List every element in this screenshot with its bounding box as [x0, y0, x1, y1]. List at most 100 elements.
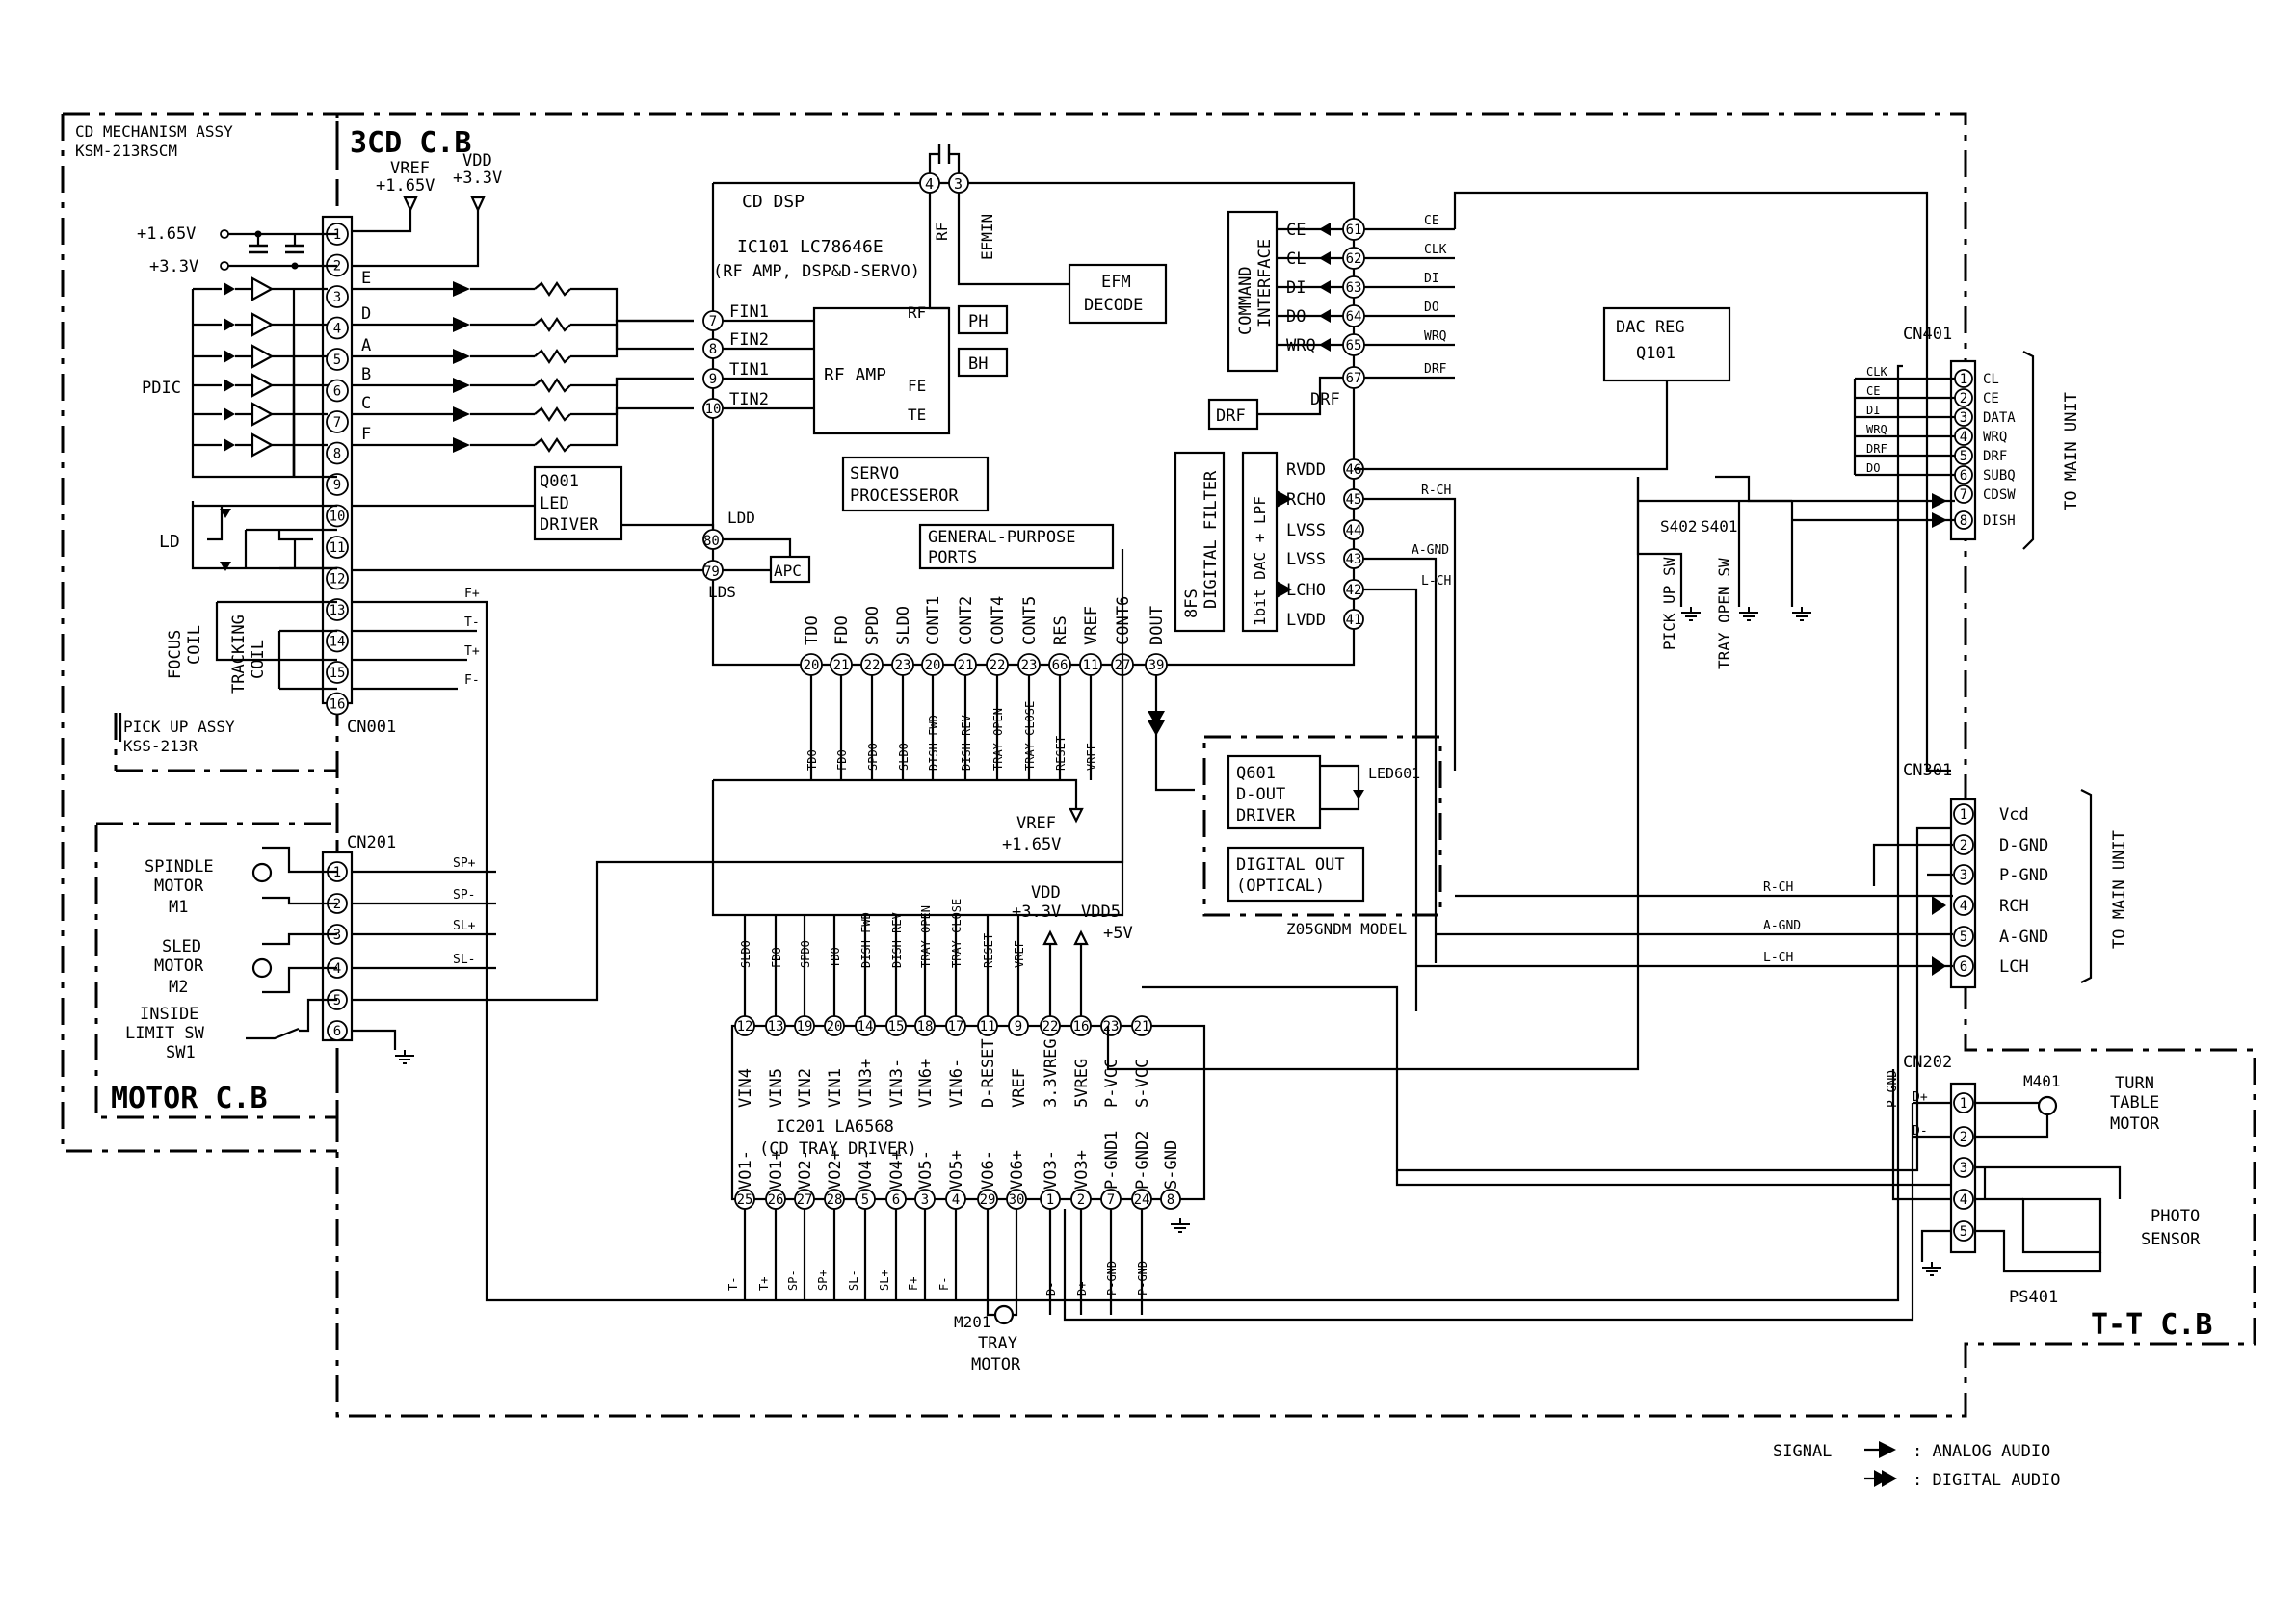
coil-net-1: F+	[464, 587, 480, 601]
dsp-bottom-net: RESET	[1054, 736, 1068, 771]
ic201-top-net: RESET	[982, 933, 995, 968]
servo-label-2: PROCESSEROR	[850, 486, 959, 506]
tt-motor-3: TABLE	[2110, 1093, 2159, 1113]
ic201-top-sig: 3.3VREG	[1042, 1038, 1061, 1108]
tracking-coil-label-1: TRACKING	[229, 615, 249, 694]
cn202-pin: 2	[1960, 1130, 1967, 1145]
cn202-net-dp: D+	[1913, 1090, 1928, 1105]
ic201-top-sig: VIN3+	[857, 1059, 876, 1108]
cn301-label: CN301	[1903, 761, 1952, 780]
ic201-top-sig: VIN4	[736, 1068, 755, 1108]
spindle-3: M1	[169, 898, 188, 917]
ic201-bot-pin: 3	[921, 1192, 929, 1208]
dsp-bottom-sig: DOUT	[1148, 606, 1167, 645]
ic201-top-pin: 21	[1134, 1019, 1150, 1034]
ic201-part: IC201 LA6568	[776, 1117, 894, 1137]
efm-pin-4: 4	[925, 175, 934, 193]
dac-reg-2: Q101	[1636, 344, 1676, 363]
cmd-pin: 63	[1346, 280, 1362, 296]
ic201-top-sig: VIN6-	[947, 1059, 966, 1108]
te-out-label: TE	[908, 406, 926, 424]
cn001-pin: 3	[333, 290, 341, 305]
ic201-top-pin: 23	[1103, 1019, 1120, 1034]
ic201-bot-pin: 30	[1009, 1192, 1025, 1208]
dsp-bottom-net: FDO	[835, 749, 849, 771]
cn401-pin-label: DATA	[1983, 410, 2016, 426]
pickup-title: PICK UP ASSY	[123, 718, 235, 736]
cn301-pin: 6	[1960, 959, 1967, 975]
s402-name: PICK UP SW	[1660, 557, 1678, 650]
ic201-top-pin: 16	[1073, 1019, 1090, 1034]
ic201-bot-net: T-	[726, 1277, 740, 1291]
cn401-pin-label: WRQ	[1983, 430, 2007, 445]
ic201-bot-net: P-GND	[1136, 1261, 1149, 1296]
dac-sig: RCHO	[1286, 490, 1326, 510]
motor-nets: SP+ SP- SL+ SL-	[352, 665, 1124, 1002]
spindle-2: MOTOR	[154, 877, 204, 896]
cn401-pin: 5	[1960, 449, 1967, 464]
rf-pin: 8	[709, 342, 717, 357]
cn001-pin: 6	[333, 384, 341, 400]
ic201-bot-pin: 26	[768, 1192, 784, 1208]
cn001-pin: 9	[333, 478, 341, 493]
q601-title-2: D-OUT	[1236, 785, 1285, 804]
cn202-pin: 4	[1960, 1192, 1967, 1208]
motor-net-3: SL+	[453, 919, 476, 933]
rf-pin: 9	[709, 372, 717, 387]
ic201-bot-sig: VO4-	[857, 1150, 876, 1190]
cn001-pin: 7	[333, 415, 341, 431]
dsp-bottom-net: SLDO	[897, 743, 910, 771]
rf-out-label: RF	[908, 303, 926, 322]
ic201-bot-pin: 24	[1134, 1192, 1150, 1208]
cn001-label: CN001	[347, 718, 396, 737]
cn301-pin-label: P-GND	[1999, 866, 2048, 885]
ic201-vdd5-2: +5V	[1103, 924, 1133, 943]
ic201-top-pin: 13	[768, 1019, 784, 1034]
dac-pin: 44	[1346, 523, 1362, 538]
tt-motor-4: MOTOR	[2110, 1114, 2160, 1134]
pdic-signal-label: A	[361, 336, 371, 355]
cmd-pin: 65	[1346, 338, 1362, 353]
ic201-bot-pin: 1	[1046, 1192, 1054, 1208]
q001-label-1: Q001	[540, 472, 579, 491]
cn001-pin: 8	[333, 447, 341, 462]
cn401-pin: 8	[1960, 513, 1967, 529]
efmin-vertical: EFMIN	[978, 214, 996, 260]
cn401-pin-label: DISH	[1983, 513, 2016, 529]
optical-1: DIGITAL OUT	[1236, 855, 1345, 875]
cn401-net: DRF	[1866, 442, 1887, 456]
dsp-bottom-sig: RES	[1051, 615, 1070, 645]
pdic-amplifiers	[191, 276, 337, 479]
ic201-top-sig: VREF	[1010, 1068, 1029, 1108]
ic201-bot-sig: VO1-	[736, 1150, 755, 1190]
dsp-bottom-pin: 23	[1021, 658, 1038, 673]
vref-label: VREF	[390, 159, 430, 178]
ldd-label: LDD	[727, 509, 755, 527]
ic201-top-net: VREF	[1013, 940, 1026, 968]
inside-2: LIMIT SW	[125, 1024, 205, 1043]
ic201-bot-pin: 8	[1167, 1192, 1174, 1208]
cn301-pin: 4	[1960, 899, 1967, 914]
ic201-top-net: TRAY OPEN	[919, 905, 933, 968]
lds-label: LDS	[708, 583, 736, 601]
dsp-bottom-sig: CONT2	[957, 596, 976, 645]
cn401-pin-label: SUBQ	[1983, 468, 2016, 484]
dac-net: L-CH	[1421, 574, 1451, 589]
dsp-bottom-net: SPDO	[866, 743, 880, 771]
ic201-bot-net: SL+	[878, 1270, 891, 1291]
cn401-net: WRQ	[1866, 423, 1887, 436]
gp-ports-2: PORTS	[928, 548, 977, 567]
cn001-pin: 12	[330, 572, 346, 588]
dfilter-1: 8FS	[1182, 589, 1201, 618]
photo-1: PHOTO	[2151, 1207, 2200, 1226]
rf-vertical: RF	[933, 223, 951, 241]
dsp-bottom-sig: TDO	[803, 615, 822, 645]
ph-label: PH	[968, 312, 988, 331]
focus-coil-label-2: COIL	[185, 625, 204, 665]
cmd-pin: 64	[1346, 309, 1362, 325]
dac-sig: LVSS	[1286, 521, 1326, 540]
ic201-bot-net: D+	[1075, 1282, 1089, 1296]
ic201-bot-sig: P-GND2	[1133, 1131, 1152, 1190]
cn301-pin-label: A-GND	[1999, 928, 2048, 947]
cn401-pin-label: CDSW	[1983, 487, 2016, 503]
